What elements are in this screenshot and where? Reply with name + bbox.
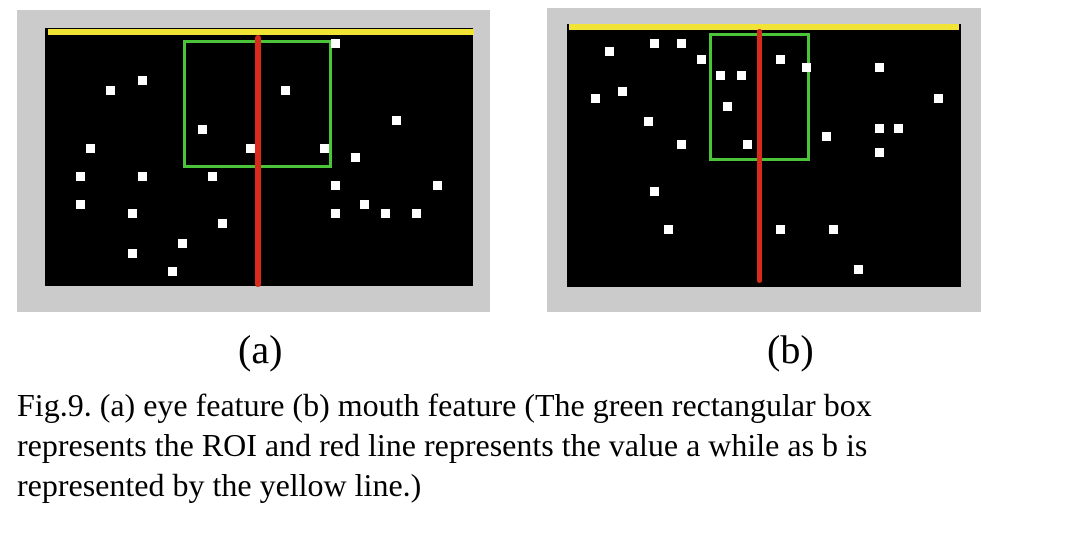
- feature-point: [854, 265, 863, 274]
- caption-line: Fig.9. (a) eye feature (b) mouth feature…: [17, 387, 872, 423]
- feature-point: [716, 71, 725, 80]
- panel-a-label: (a): [238, 327, 283, 372]
- feature-point: [697, 55, 706, 64]
- panel-b-yellow-line: [569, 24, 959, 30]
- panel-b-label: (b): [767, 327, 814, 372]
- feature-point: [412, 209, 421, 218]
- caption-line: represented by the yellow line.): [17, 467, 422, 503]
- panel-b-image: [567, 24, 961, 287]
- feature-point: [76, 200, 85, 209]
- feature-point: [208, 172, 217, 181]
- feature-point: [650, 39, 659, 48]
- feature-point: [138, 76, 147, 85]
- feature-point: [381, 209, 390, 218]
- feature-point: [331, 39, 340, 48]
- feature-point: [591, 94, 600, 103]
- feature-point: [86, 144, 95, 153]
- feature-point: [644, 117, 653, 126]
- feature-point: [360, 200, 369, 209]
- feature-point: [664, 225, 673, 234]
- feature-point: [723, 102, 732, 111]
- feature-point: [168, 267, 177, 276]
- feature-point: [433, 181, 442, 190]
- feature-point: [106, 86, 115, 95]
- feature-point: [677, 140, 686, 149]
- feature-point: [802, 63, 811, 72]
- feature-point: [218, 219, 227, 228]
- feature-point: [743, 140, 752, 149]
- feature-point: [320, 144, 329, 153]
- panel-a-yellow-line: [48, 29, 474, 35]
- feature-point: [822, 132, 831, 141]
- panel-b-red-line: [757, 29, 762, 283]
- feature-point: [934, 94, 943, 103]
- feature-point: [776, 225, 785, 234]
- feature-point: [894, 124, 903, 133]
- feature-point: [875, 148, 884, 157]
- feature-point: [650, 187, 659, 196]
- feature-point: [76, 172, 85, 181]
- feature-point: [281, 86, 290, 95]
- feature-point: [737, 71, 746, 80]
- feature-point: [677, 39, 686, 48]
- feature-point: [605, 47, 614, 56]
- feature-point: [351, 153, 360, 162]
- feature-point: [618, 87, 627, 96]
- feature-point: [138, 172, 147, 181]
- caption-line: represents the ROI and red line represen…: [17, 427, 868, 463]
- feature-point: [331, 181, 340, 190]
- panel-a-red-line: [255, 35, 261, 287]
- feature-point: [875, 124, 884, 133]
- feature-point: [331, 209, 340, 218]
- feature-point: [875, 63, 884, 72]
- feature-point: [246, 144, 255, 153]
- feature-point: [829, 225, 838, 234]
- figure-caption: Fig.9. (a) eye feature (b) mouth feature…: [17, 385, 1062, 505]
- feature-point: [198, 125, 207, 134]
- feature-point: [128, 249, 137, 258]
- feature-point: [776, 55, 785, 64]
- feature-point: [128, 209, 137, 218]
- feature-point: [392, 116, 401, 125]
- feature-point: [178, 239, 187, 248]
